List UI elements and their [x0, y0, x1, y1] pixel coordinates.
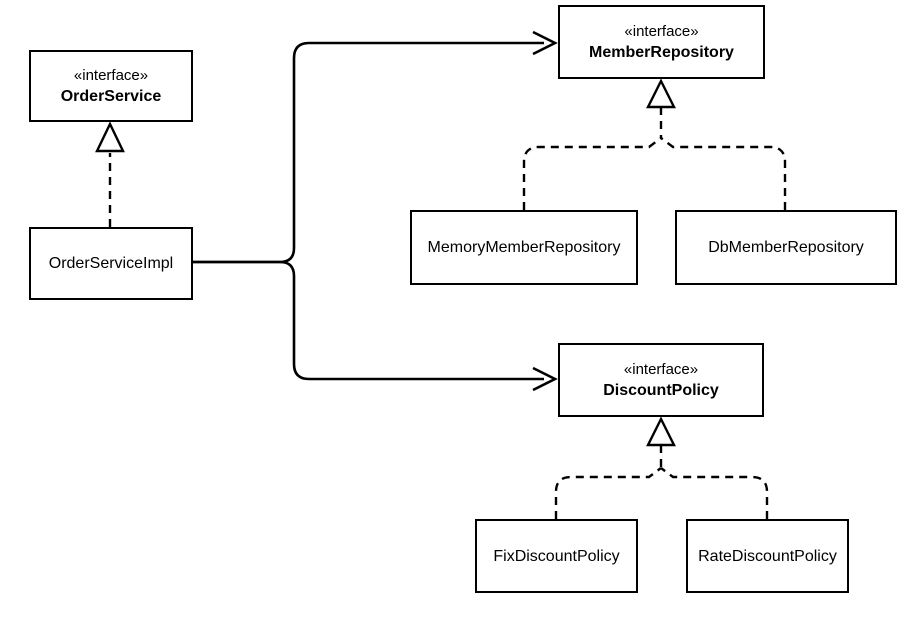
dependency-edge-orderserviceimpl-discountpolicy	[193, 260, 558, 392]
realization-edge-line-ratediscountpolicy	[660, 467, 769, 519]
hollow-triangle-icon	[646, 78, 676, 109]
stereotype-label: «interface»	[624, 22, 699, 40]
open-arrowhead-icon	[532, 366, 558, 392]
class-box-orderservice: «interface» OrderService	[29, 50, 193, 122]
class-name: FixDiscountPolicy	[493, 547, 620, 565]
class-name: OrderServiceImpl	[48, 255, 174, 272]
realization-edge-line-memorymemberrepository	[522, 137, 662, 210]
stereotype-label: «interface»	[623, 360, 699, 378]
class-name: OrderService	[60, 87, 162, 105]
class-name: RateDiscountPolicy	[698, 547, 837, 565]
class-box-memberrepository: «interface» MemberRepository	[558, 5, 765, 79]
realization-edge-line-fixdiscountpolicy	[554, 467, 662, 519]
class-box-fixdiscountpolicy: FixDiscountPolicy	[475, 519, 638, 593]
realization-edge-orderserviceimpl-orderservice	[95, 121, 125, 227]
class-box-orderserviceimpl: OrderServiceImpl	[29, 227, 193, 300]
class-box-ratediscountpolicy: RateDiscountPolicy	[686, 519, 849, 593]
realization-edges-memberrepository-children	[522, 78, 787, 210]
dependency-edge-line	[193, 260, 544, 381]
dependency-edge-orderserviceimpl-memberrepository	[193, 30, 558, 264]
stereotype-label: «interface»	[73, 66, 149, 84]
class-box-memorymemberrepository: MemoryMemberRepository	[410, 210, 638, 285]
class-name: DiscountPolicy	[603, 381, 719, 399]
hollow-triangle-icon	[646, 416, 676, 447]
class-name: DbMemberRepository	[708, 239, 864, 256]
dependency-edge-line	[193, 41, 544, 264]
class-box-discountpolicy: «interface» DiscountPolicy	[558, 343, 764, 417]
class-name: MemberRepository	[589, 43, 734, 61]
class-name: MemoryMemberRepository	[427, 239, 621, 256]
open-arrowhead-icon	[532, 30, 558, 56]
realization-edges-discountpolicy-children	[554, 416, 769, 519]
class-box-dbmemberrepository: DbMemberRepository	[675, 210, 897, 285]
hollow-triangle-icon	[95, 121, 125, 153]
realization-edge-line-dbmemberrepository	[660, 137, 787, 210]
